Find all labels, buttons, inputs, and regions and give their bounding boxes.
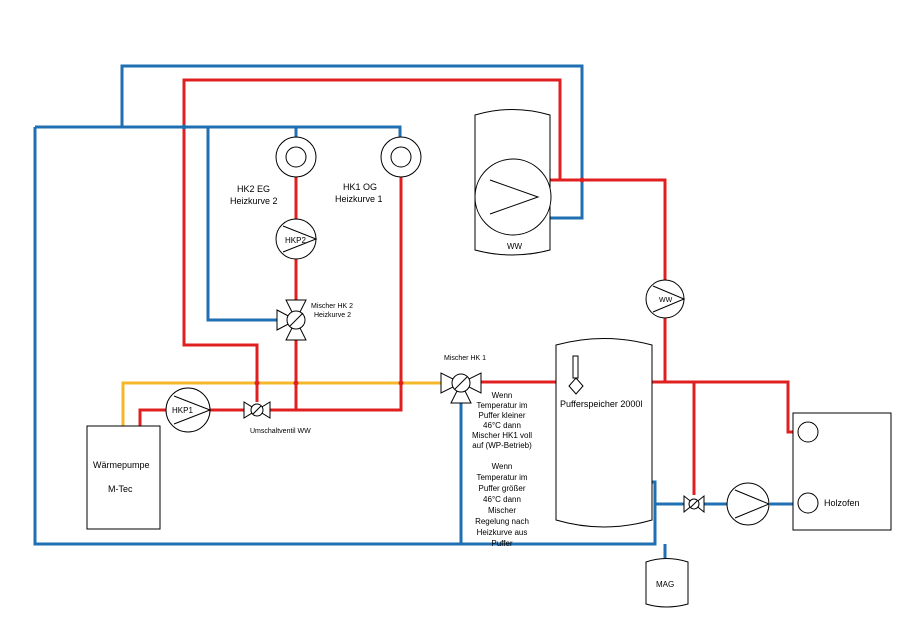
blue-top-loop — [120, 64, 584, 220]
hkp2-pump — [275, 218, 318, 260]
thermometer-icon — [572, 355, 579, 379]
holzofen-port-top — [797, 421, 819, 443]
ww-pump-label: WW — [659, 297, 673, 304]
hkp1-label: HKP1 — [172, 406, 193, 415]
holzofen-label: Holzofen — [824, 498, 860, 508]
red-wp-hkp1 — [138, 408, 244, 426]
note-1-line: auf (WP-Betrieb) — [472, 441, 532, 450]
hot-pipes — [138, 78, 797, 495]
hk2-radiator — [275, 136, 317, 178]
junction-dot — [579, 177, 585, 183]
note-1-line: Wenn — [492, 391, 513, 400]
note-2-line: 46°C dann — [483, 495, 521, 504]
hk2-label-2: Heizkurve 2 — [230, 196, 278, 206]
pufferspeicher-label: Pufferspeicher 2000l — [560, 399, 642, 409]
note-1: Wenn Temperatur im Puffer kleiner 46°C d… — [472, 391, 532, 450]
note-2-line: Mischer — [488, 506, 516, 515]
holzofen-pump — [726, 482, 771, 526]
pufferspeicher-tank — [555, 338, 653, 528]
hk1-radiator — [380, 136, 422, 178]
hk1-label-1: HK1 OG — [343, 182, 377, 192]
hkp2-label: HKP2 — [285, 236, 306, 245]
yellow-pipes — [121, 381, 442, 426]
note-1-line: 46°C dann — [483, 421, 521, 430]
junction-dot — [181, 124, 187, 130]
holzofen-port-bottom — [797, 492, 819, 514]
holzofen-valve — [683, 494, 705, 514]
waermepumpe-label-2: M-Tec — [108, 484, 133, 494]
note-2-line: Heizkurve aus — [477, 528, 528, 537]
red-hk1-return — [268, 172, 403, 412]
junction-dot — [254, 380, 260, 386]
umschaltventil-valve — [243, 401, 271, 419]
note-2-line: Wenn — [492, 462, 513, 471]
junction-dots — [181, 124, 585, 386]
mischer-hk1-label: Mischer HK 1 — [444, 355, 486, 362]
yellow-wp-supply — [121, 381, 442, 426]
blue-hk2-mixer-line — [206, 127, 280, 322]
hk2-label-1: HK2 EG — [237, 184, 270, 194]
waermepumpe-box — [86, 425, 161, 530]
note-1-line: Temperatur im — [476, 401, 527, 410]
mischer-hk2-valve — [276, 299, 307, 341]
ww-tank — [474, 109, 552, 256]
hk1-label-2: Heizkurve 1 — [335, 194, 383, 204]
mischer-hk2-label-1: Mischer HK 2 — [311, 303, 353, 310]
junction-dot — [398, 380, 404, 386]
note-2-line: Regelung nach — [475, 517, 529, 526]
sensor-icon — [568, 377, 584, 395]
note-2: Wenn Temperatur im Puffer größer 46°C da… — [475, 462, 529, 548]
note-1-line: Puffer kleiner — [479, 411, 526, 420]
red-ww-supply — [550, 178, 667, 382]
red-mixer-bypass — [182, 320, 259, 402]
ww-tank-label: WW — [507, 242, 523, 251]
mischer-hk2-label-2: Heizkurve 2 — [314, 312, 351, 319]
mischer-hk1-valve — [440, 372, 482, 404]
note-2-line: Puffer — [491, 539, 513, 548]
mag-vessel — [645, 558, 689, 608]
note-2-line: Temperatur im — [476, 473, 527, 482]
waermepumpe-label-1: Wärmepumpe — [93, 460, 150, 470]
ww-pump — [645, 279, 686, 319]
hkp1-pump — [165, 387, 212, 433]
junction-dot — [293, 380, 299, 386]
mag-label: MAG — [656, 580, 674, 589]
note-2-line: Puffer größer — [479, 484, 526, 493]
note-1-line: Mischer HK1 voll — [472, 431, 532, 440]
umschaltventil-label: Umschaltventil WW — [250, 428, 311, 435]
red-puffer-out — [652, 380, 797, 434]
